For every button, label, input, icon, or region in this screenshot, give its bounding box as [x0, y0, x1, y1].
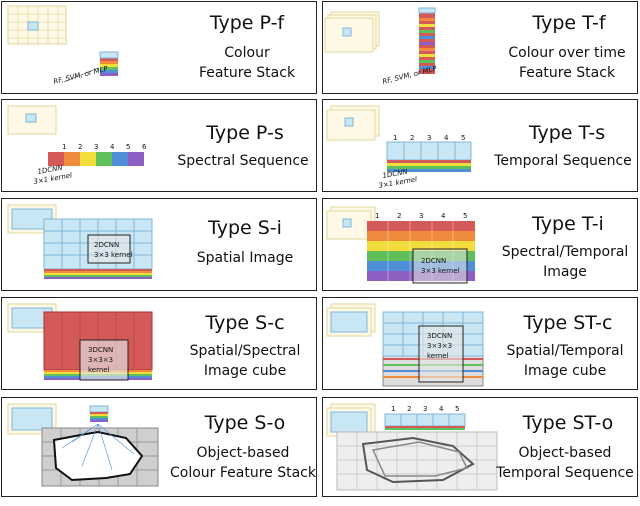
time-number: 4 — [444, 134, 449, 142]
stacked-grid-icon — [326, 206, 376, 240]
object-segment-grid — [41, 423, 159, 487]
time-number: 2 — [407, 405, 411, 413]
diagram-t-s: 1 2 3 4 5 1DCNN 3×1 kernel — [326, 105, 472, 190]
panel-title: Type T-s — [528, 122, 606, 144]
diagram-p-s: 1 2 3 4 5 6 1DCNN 3×1 kernel — [7, 105, 147, 186]
panel-title: Type T-i — [532, 213, 604, 235]
time-number: 3 — [427, 134, 431, 142]
panel-subtitle-1: Spatial Image — [196, 250, 294, 266]
diagram-s-i: 2DCNN 3×3 kernel — [7, 204, 153, 279]
panel-title: Type S-i — [208, 217, 282, 239]
classifier-annotation: RF, SVM, or MLP — [382, 65, 439, 86]
panel-t-s: 1 2 3 4 5 1DCNN 3×1 kernel Type T-s Temp… — [322, 99, 638, 192]
panel-title: Type T-f — [532, 12, 606, 34]
band-number: 1 — [62, 143, 66, 151]
panel-subtitle-2: Feature Stack — [518, 65, 616, 81]
time-number: 5 — [461, 134, 465, 142]
band-number: 3 — [94, 143, 98, 151]
time-number: 5 — [455, 405, 459, 413]
band-number: 6 — [142, 143, 147, 151]
network-annotation: 2DCNN — [94, 241, 119, 249]
band-number: 2 — [78, 143, 82, 151]
kernel-annotation: 3×3×3 — [427, 342, 452, 350]
panel-subtitle-2: Image cube — [523, 363, 607, 379]
temporal-sequence-bar — [384, 413, 466, 430]
time-number: 3 — [423, 405, 427, 413]
panel-subtitle-1: Temporal Sequence — [494, 153, 632, 169]
panel-s-i: 2DCNN 3×3 kernel Type S-i Spatial Image — [1, 198, 317, 291]
feature-stack-icon — [89, 405, 109, 422]
panel-subtitle-2: Colour Feature Stack — [170, 465, 316, 481]
spectral-image-cube — [43, 311, 153, 381]
panel-title: Type S-o — [204, 412, 286, 434]
band-number: 4 — [110, 143, 115, 151]
panel-s-o: Type S-o Object-based Colour Feature Sta… — [1, 397, 317, 497]
kernel-annotation-2: kernel — [427, 352, 449, 360]
spectral-temporal-image — [367, 221, 475, 284]
temporal-sequence-bar — [386, 141, 472, 172]
panel-subtitle-2: Image — [543, 264, 587, 280]
panel-t-f: RF, SVM, or MLP Type T-f Colour over tim… — [322, 1, 638, 94]
panel-subtitle-1: Colour over time — [508, 45, 626, 61]
panel-subtitle-1: Spatial/Spectral — [189, 343, 301, 359]
kernel-annotation: 3×3×3 — [88, 356, 113, 364]
panel-title: Type S-c — [205, 312, 285, 334]
panel-subtitle-2: Feature Stack — [198, 65, 296, 81]
network-annotation: 2DCNN — [421, 257, 446, 265]
stacked-grid-icon — [326, 105, 380, 141]
time-number: 2 — [410, 134, 414, 142]
panel-p-f: RF, SVM, or MLP Type P-f Colour Feature … — [1, 1, 317, 94]
time-number: 2 — [397, 212, 401, 220]
stacked-grid-icon — [326, 403, 376, 437]
panel-subtitle-1: Object-based — [518, 445, 612, 461]
kernel-annotation-2: kernel — [88, 366, 110, 374]
panel-s-c: 3DCNN 3×3×3 kernel Type S-c Spatial/Spec… — [1, 297, 317, 390]
pixel-grid-icon — [7, 105, 57, 135]
temporal-image-cube — [382, 311, 484, 387]
panel-subtitle-2: Image cube — [203, 363, 287, 379]
time-number: 1 — [375, 212, 379, 220]
panel-st-o: 1 2 3 4 5 Type ST-o Object-based Tempora… — [322, 397, 638, 497]
diagram-st-o: 1 2 3 4 5 — [326, 403, 498, 491]
panel-subtitle-1: Spectral/Temporal — [501, 244, 629, 260]
diagram-t-i: 1 2 3 4 5 2DCNN 3×3 kernel — [326, 206, 475, 284]
temporal-object-grid — [336, 431, 498, 491]
kernel-annotation: 3×3 kernel — [421, 267, 460, 275]
stacked-grid-icon — [324, 11, 380, 53]
panel-subtitle-1: Spatial/Temporal — [506, 343, 624, 359]
panel-subtitle-1: Object-based — [196, 445, 290, 461]
diagram-p-f: RF, SVM, or MLP — [7, 5, 119, 86]
panel-title: Type ST-c — [523, 312, 613, 334]
time-number: 4 — [441, 212, 446, 220]
tall-feature-stack-icon — [418, 7, 436, 74]
panel-t-i: 1 2 3 4 5 2DCNN 3×3 kernel Type T-i Spec… — [322, 198, 638, 291]
time-number: 4 — [439, 405, 444, 413]
time-number: 1 — [391, 405, 395, 413]
network-annotation: 3DCNN — [427, 332, 452, 340]
time-number: 1 — [393, 134, 397, 142]
diagram-s-o — [7, 403, 159, 487]
pixel-grid-icon — [7, 5, 67, 45]
panel-title: Type P-s — [206, 122, 284, 144]
time-number: 5 — [463, 212, 467, 220]
pixel-grid-icon — [7, 204, 57, 234]
panel-st-c: 3DCNN 3×3×3 kernel Type ST-c Spatial/Tem… — [322, 297, 638, 390]
panel-title: Type ST-o — [522, 412, 614, 434]
feature-stack-icon — [63, 51, 119, 83]
diagram-st-c: 3DCNN 3×3×3 kernel — [326, 303, 484, 387]
panel-subtitle-1: Colour — [224, 45, 270, 61]
stacked-grid-icon — [326, 303, 376, 337]
panel-subtitle-2: Temporal Sequence — [496, 465, 634, 481]
diagram-t-f: RF, SVM, or MLP — [324, 7, 439, 86]
time-number: 3 — [419, 212, 423, 220]
network-annotation: 3DCNN — [88, 346, 113, 354]
panel-p-s: 1 2 3 4 5 6 1DCNN 3×1 kernel Type P-s Sp… — [1, 99, 317, 192]
kernel-annotation: 3×3 kernel — [94, 251, 133, 259]
spectral-sequence-bar — [48, 152, 144, 166]
panel-title: Type P-f — [209, 12, 285, 34]
spatial-image-block — [43, 218, 153, 279]
diagram-s-c: 3DCNN 3×3×3 kernel — [7, 303, 153, 381]
panel-subtitle-1: Spectral Sequence — [177, 153, 309, 169]
band-number: 5 — [126, 143, 130, 151]
